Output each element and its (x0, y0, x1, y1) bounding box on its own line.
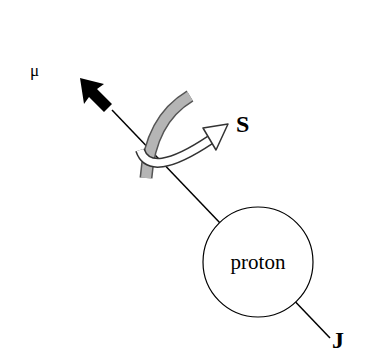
moment-arrow (80, 78, 112, 112)
node-label: proton (231, 250, 286, 275)
proton-circle: proton (202, 206, 314, 318)
rotation-arrow (140, 140, 210, 163)
moment-label: μ (30, 62, 39, 79)
angular-momentum-label: J (332, 328, 344, 352)
spin-label: S (236, 112, 249, 136)
rotation-arrowhead (203, 124, 228, 150)
rotation-arrow-outline (140, 140, 210, 163)
circle-shape (203, 207, 313, 317)
spin-axis (112, 110, 330, 338)
